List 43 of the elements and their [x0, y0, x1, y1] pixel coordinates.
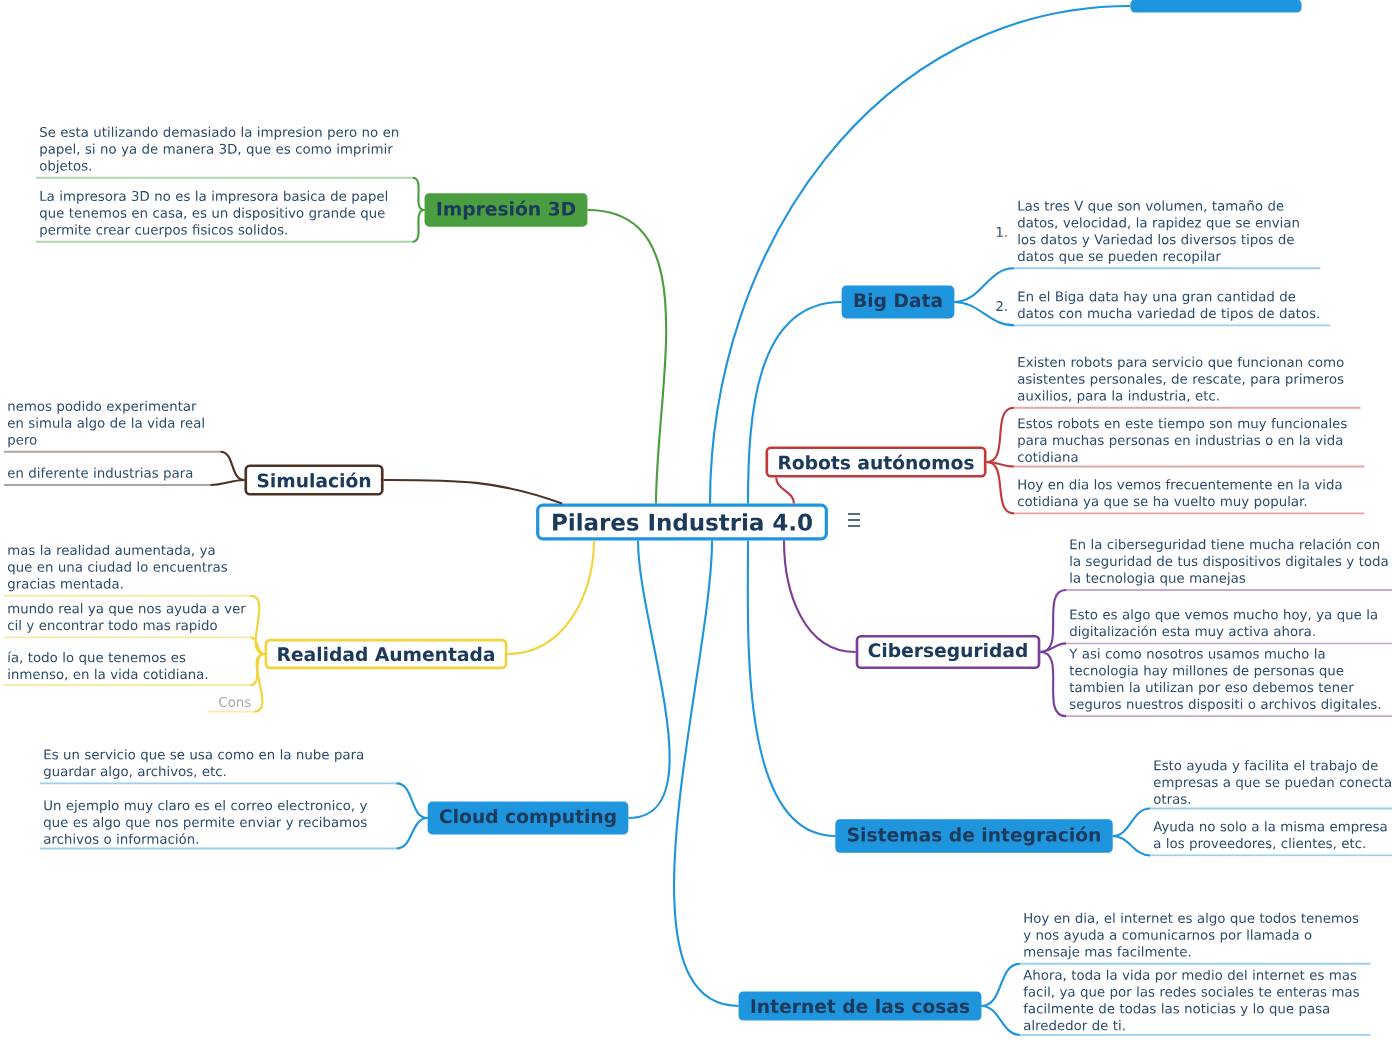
topic-box: Internet de las cosas [738, 991, 982, 1021]
branch-line [981, 962, 1021, 1008]
branch-line [250, 652, 265, 687]
branch-line [250, 636, 265, 655]
branch-line [746, 300, 842, 504]
branch-line [708, 4, 1131, 504]
branch-line [250, 594, 265, 655]
topic-box: Big Data [841, 285, 955, 319]
branch-line [981, 1004, 1021, 1036]
branch-line [507, 540, 596, 656]
topic-box [1130, 0, 1302, 13]
topic-box: Simulación [244, 464, 384, 496]
branch-line [210, 478, 245, 487]
branch-line [1040, 650, 1067, 718]
branch-line [1112, 834, 1151, 857]
branch-line [986, 460, 1015, 515]
topic-box: Realidad Aumentada [264, 638, 508, 670]
branch-line [396, 816, 428, 850]
topic-box: Ciberseguridad [855, 634, 1041, 670]
branch-line [746, 540, 836, 838]
branch-line [412, 208, 425, 243]
topic-box: Robots autónomos [765, 446, 987, 478]
branch-line [1040, 642, 1067, 654]
branch-line [1112, 807, 1151, 838]
branch-line [628, 540, 671, 820]
branch-line [673, 540, 739, 1008]
branch-line [775, 477, 796, 504]
branch-line [954, 267, 1015, 304]
branch-line [782, 540, 856, 654]
branch-line [986, 406, 1015, 464]
topic-box: Cloud computing [427, 801, 629, 835]
branch-line [254, 652, 265, 713]
topic-box: Impresión 3D [424, 193, 588, 227]
branch-line [383, 478, 563, 505]
branch-line [954, 300, 1015, 327]
branch-line [220, 450, 245, 482]
topic-box: Sistemas de integración [835, 819, 1113, 853]
branch-line [587, 208, 668, 504]
branch-line [412, 176, 425, 212]
branch-line [396, 782, 428, 820]
branch-line [1040, 589, 1067, 654]
root-topic-box: Pilares Industria 4.0 [536, 503, 828, 541]
branch-line [986, 460, 1015, 468]
